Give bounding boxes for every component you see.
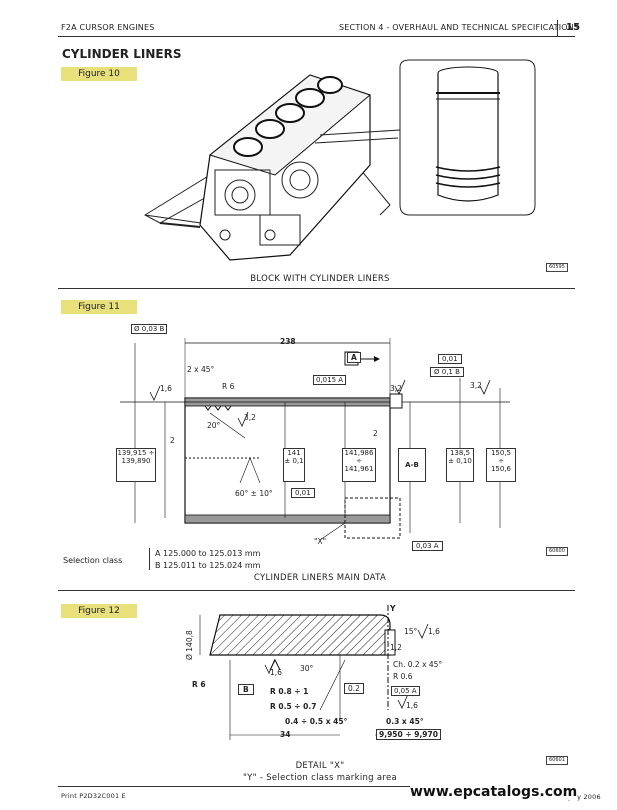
tol-frame-perp: 0,015 A bbox=[313, 375, 347, 385]
figure-12-code: 60601 bbox=[546, 756, 568, 765]
tol-frame-top-1: 0,01 bbox=[438, 354, 462, 364]
dim-angle-15: 15° bbox=[404, 627, 418, 636]
datum-b-label: B bbox=[238, 684, 254, 695]
rough-3-2-right: 3,2 bbox=[390, 384, 402, 393]
engine-block-illustration bbox=[143, 59, 536, 261]
tol-frame-diam-b: Ø 0,03 B bbox=[131, 324, 168, 334]
dim-1-2: 1,2 bbox=[390, 643, 402, 652]
rough-3-2-inner: 3,2 bbox=[244, 413, 256, 422]
section-title: CYLINDER LINERS bbox=[62, 47, 182, 61]
dim-angle-20: 20° bbox=[207, 421, 221, 430]
tol-frame-flat: 0,01 bbox=[291, 488, 315, 498]
dim-range: 9,950 ÷ 9,970 bbox=[376, 729, 441, 740]
tol-frame-top-2: Ø 0,1 B bbox=[430, 367, 464, 377]
rough-left: 1,6 bbox=[160, 384, 172, 393]
footer-rule bbox=[58, 786, 575, 787]
figure-12-caption-2: "Y" - Selection class marking area bbox=[242, 773, 398, 783]
figure-11-label: Figure 11 bbox=[61, 300, 137, 314]
dim-radius-r6: R 6 bbox=[222, 382, 235, 391]
dim-chamfer: 2 x 45° bbox=[187, 365, 215, 374]
dim-r08: R 0.8 ÷ 1 bbox=[270, 687, 309, 696]
figure-12-caption-1: DETAIL "X" bbox=[295, 761, 345, 771]
dim-diam-mid: 141 ± 0,1 bbox=[283, 448, 305, 482]
dim-angle-60: 60° ± 10° bbox=[235, 489, 273, 498]
dim-r05: R 0.5 ÷ 0.7 bbox=[270, 702, 317, 711]
dim-length-238: 238 bbox=[280, 337, 296, 346]
figure-11-rule bbox=[58, 590, 575, 591]
dim-chamfer-03: 0.3 x 45° bbox=[386, 717, 424, 726]
figure-10-code: 60595 bbox=[546, 263, 568, 272]
selection-bracket bbox=[149, 548, 150, 570]
figure-10-rule bbox=[58, 288, 575, 289]
axis-a-b: A-B bbox=[398, 448, 426, 482]
figure-11-code: 60600 bbox=[546, 547, 568, 556]
dim-diam-mid2: 141,986 ÷ 141,961 bbox=[342, 448, 376, 482]
dim-length-34: 34 bbox=[280, 730, 291, 739]
header-engine-name: F2A CURSOR ENGINES bbox=[61, 23, 155, 32]
dim-r06: R 0.6 bbox=[393, 672, 413, 681]
header-section-title: SECTION 4 - OVERHAUL AND TECHNICAL SPECI… bbox=[339, 23, 580, 32]
datum-a-label: A bbox=[347, 352, 361, 363]
rough-3-2-far: 3,2 bbox=[470, 381, 482, 390]
rough-16-b: 1,6 bbox=[428, 627, 440, 636]
dim-r6-left: R 6 bbox=[192, 680, 206, 689]
rough-16-a: 1,6 bbox=[270, 668, 282, 677]
axis-y-label: Y bbox=[390, 604, 396, 613]
tol-frame-005: 0,05 A bbox=[391, 686, 420, 696]
dim-chamfer-02: Ch. 0.2 x 45° bbox=[393, 660, 443, 669]
detail-x-drawing bbox=[199, 605, 429, 740]
dim-02: 0.2 bbox=[344, 683, 364, 694]
liner-dimension-drawing bbox=[120, 338, 510, 541]
figure-12-label: Figure 12 bbox=[61, 604, 137, 618]
dim-chamfer-04: 0.4 ÷ 0.5 x 45° bbox=[285, 717, 348, 726]
dim-diam-right: 138,5 ± 0,10 bbox=[446, 448, 474, 482]
rough-16-c: 1,6 bbox=[406, 701, 418, 710]
selection-class-label: Selection class bbox=[63, 556, 123, 565]
dim-gap-left: 2 bbox=[170, 436, 175, 445]
header-rule bbox=[58, 36, 575, 37]
figure-10-label: Figure 10 bbox=[61, 67, 137, 81]
detail-x-label: "X" bbox=[314, 537, 327, 546]
figure-11-caption: CYLINDER LINERS MAIN DATA bbox=[253, 573, 387, 583]
footer-print-code: Print P2D32C001 E bbox=[61, 792, 126, 800]
tol-frame-bottom: 0,03 A bbox=[412, 541, 443, 551]
dim-diam-left: 139,915 ÷ 139,890 bbox=[116, 448, 156, 482]
watermark: www.epcatalogs.com bbox=[410, 784, 578, 800]
page-number: 15 bbox=[566, 22, 581, 33]
figure-10-caption: BLOCK WITH CYLINDER LINERS bbox=[250, 274, 390, 284]
dim-diam-140: Ø 140,8 bbox=[185, 630, 194, 660]
selection-class-a: A 125.000 to 125.013 mm bbox=[155, 549, 261, 558]
dim-gap-right: 2 bbox=[373, 429, 378, 438]
selection-class-b: B 125.011 to 125.024 mm bbox=[155, 561, 261, 570]
dim-angle-30: 30° bbox=[300, 664, 314, 673]
dim-diam-far: 150,5 ÷ 150,6 bbox=[486, 448, 516, 482]
header-divider bbox=[557, 20, 558, 36]
